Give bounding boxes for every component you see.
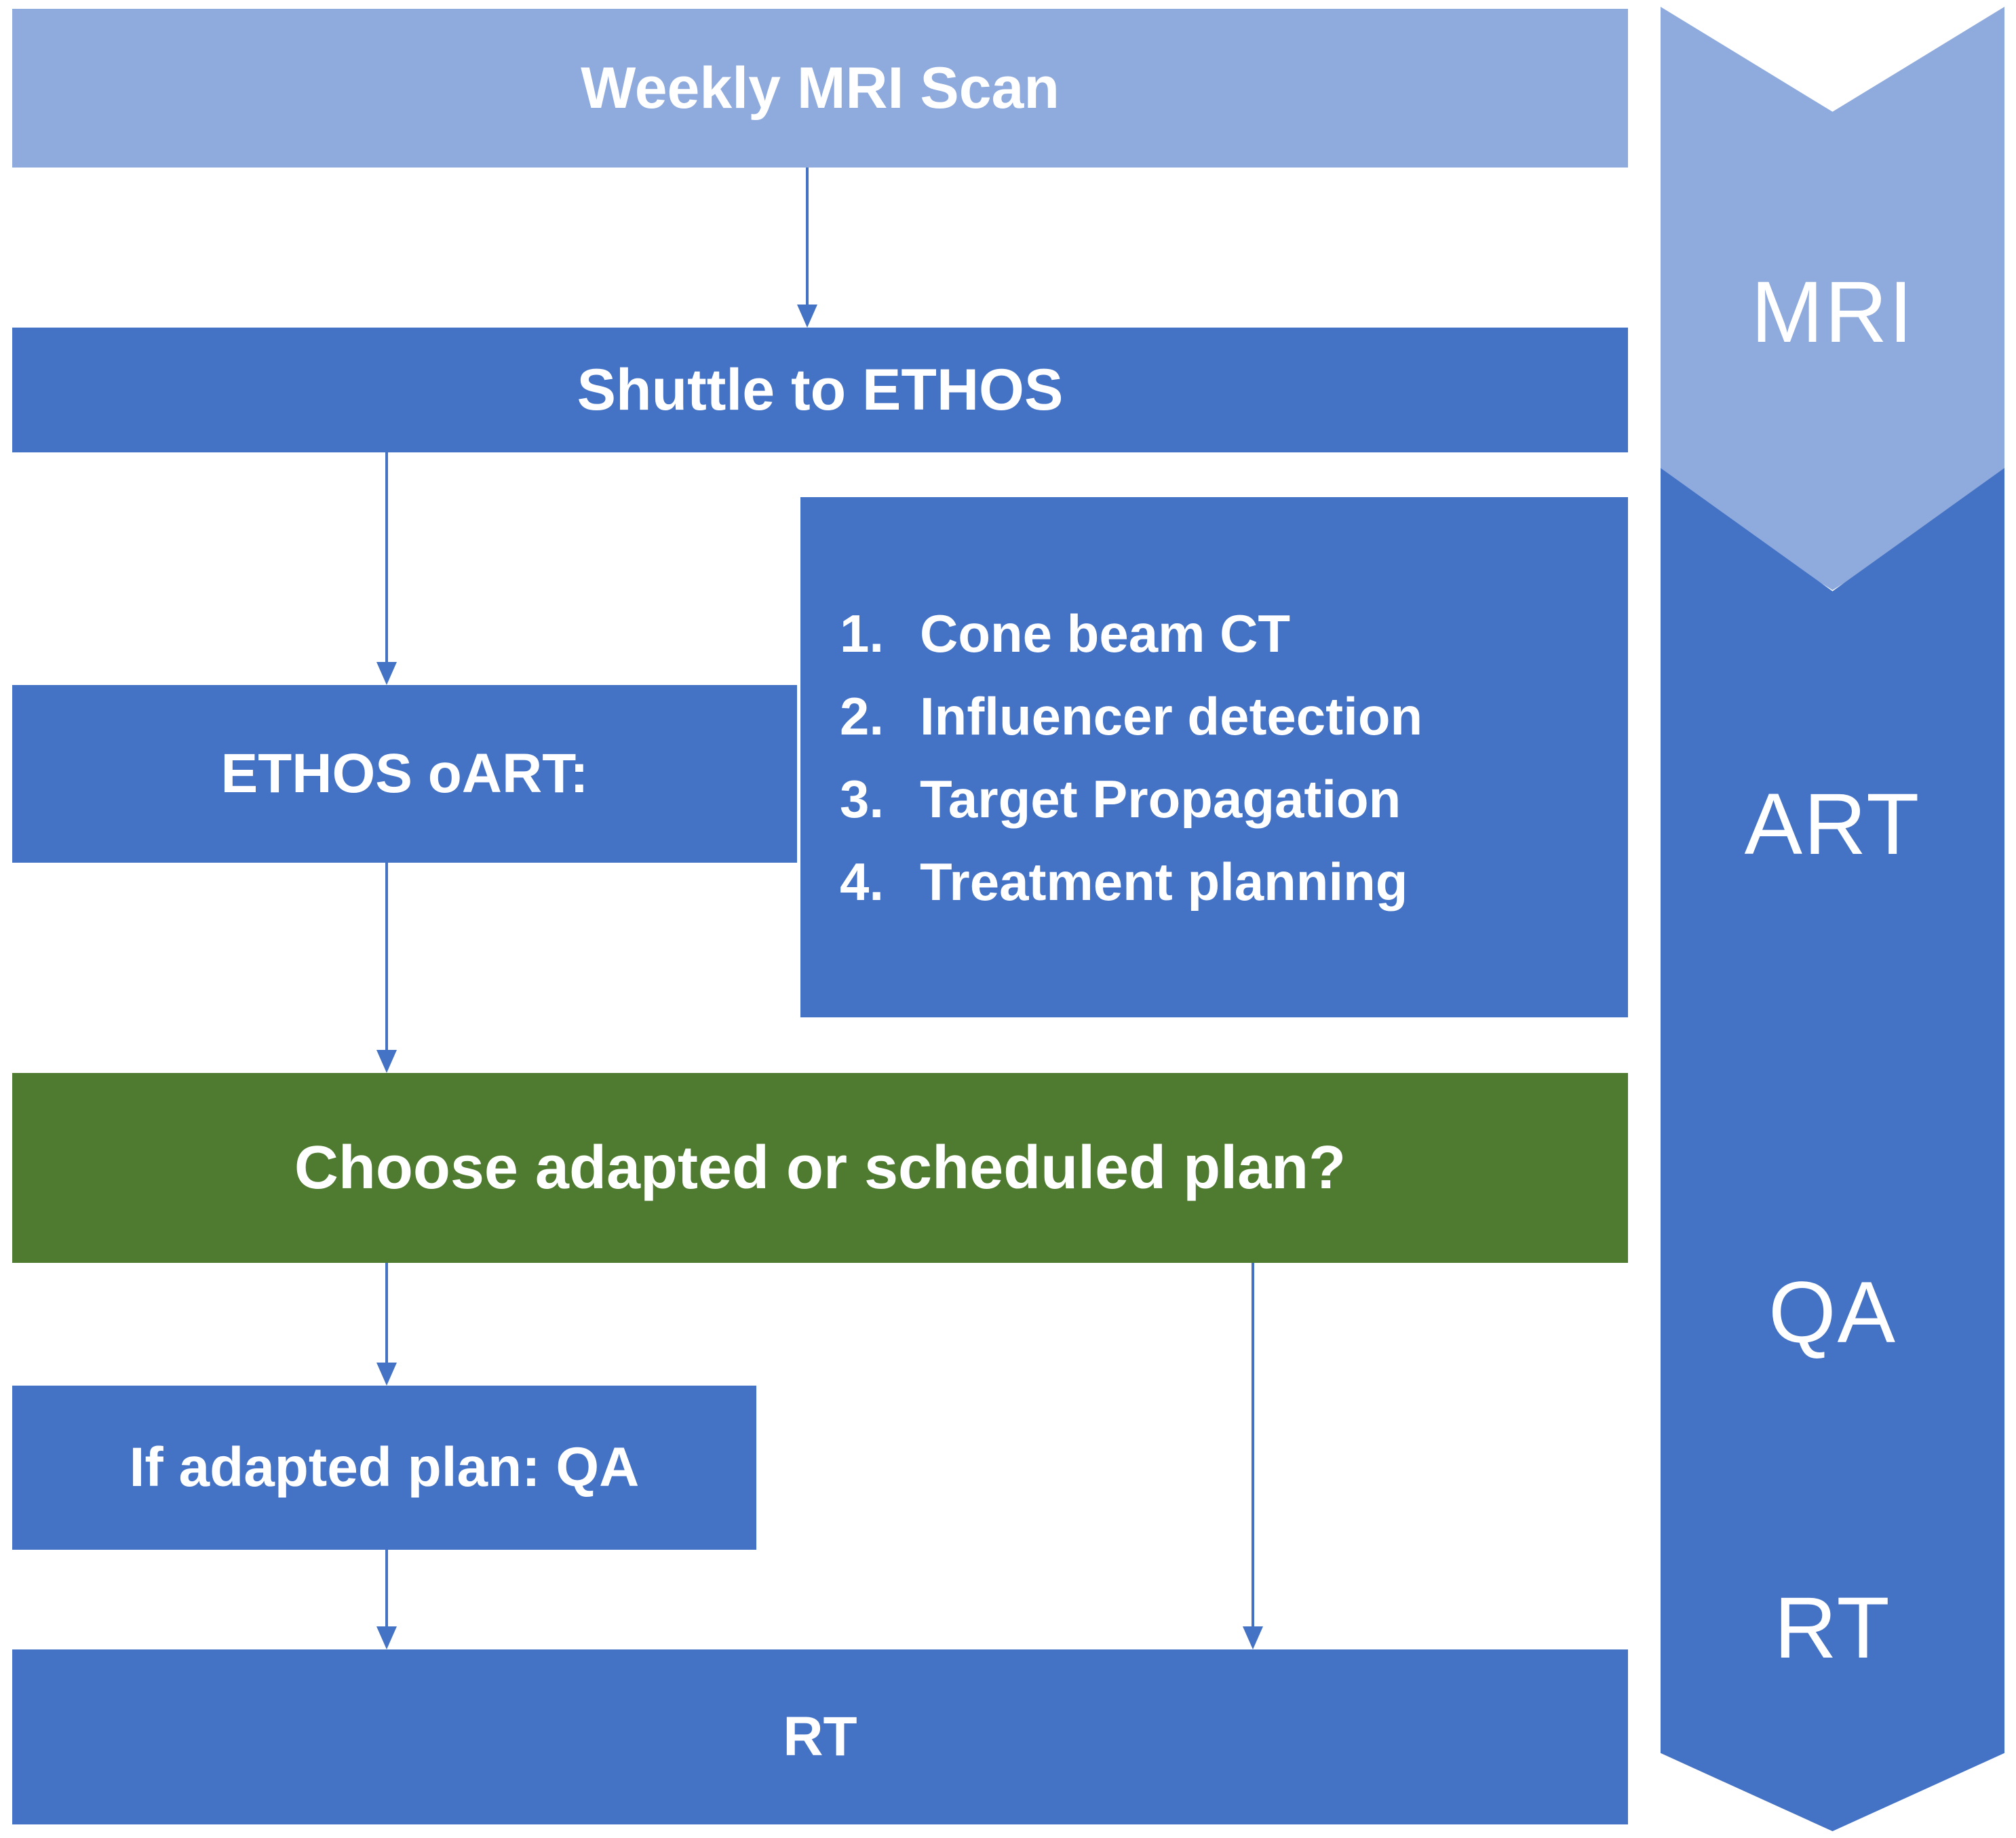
arrow-shaft (1252, 1263, 1254, 1626)
node-shuttle-to-ethos[interactable]: Shuttle to ETHOS (12, 328, 1628, 452)
arrow-decision-to-rt (1243, 1263, 1263, 1649)
list-item-label: Target Propagation (920, 768, 1401, 829)
node-choose-plan-decision[interactable]: Choose adapted or scheduled plan? (12, 1073, 1628, 1263)
arrow-mri-to-shuttle (797, 168, 817, 328)
list-item-number: 1. (840, 603, 885, 663)
list-item-label: Treatment planning (920, 851, 1408, 912)
list-item: 1. Cone beam CT (840, 592, 1601, 675)
list-item-number: 4. (840, 851, 885, 912)
arrow-shaft (385, 452, 388, 662)
list-item-number: 2. (840, 686, 885, 746)
arrow-shuttle-to-oart (376, 452, 397, 685)
node-ethos-oart[interactable]: ETHOS oART: (12, 685, 797, 863)
list-item: 3. Target Propagation (840, 758, 1601, 840)
phase-chevron-art-label: ART (1744, 775, 1921, 873)
phase-chevron-qa-label: QA (1768, 1264, 1897, 1361)
arrow-head (1243, 1626, 1263, 1649)
arrow-head (376, 1363, 397, 1386)
phase-chevron-rail: MRI ART QA RT (1661, 0, 2004, 1838)
list-item-label: Influencer detection (920, 686, 1423, 746)
arrow-head (376, 662, 397, 685)
node-choose-plan-decision-label: Choose adapted or scheduled plan? (294, 1133, 1346, 1202)
arrow-oart-to-decision (376, 863, 397, 1073)
phase-chevron-rt-label: RT (1774, 1579, 1891, 1677)
node-ethos-oart-label: ETHOS oART: (220, 742, 589, 804)
arrow-decision-to-qa-plan (376, 1263, 397, 1386)
node-weekly-mri-scan-label: Weekly MRI Scan (581, 55, 1060, 121)
arrow-shaft (385, 1263, 388, 1363)
node-if-adapted-plan-qa[interactable]: If adapted plan: QA (12, 1386, 756, 1550)
arrow-shaft (385, 1550, 388, 1626)
arrow-shaft (806, 168, 809, 305)
phase-chevron-mri[interactable]: MRI (1661, 7, 2004, 590)
list-item: 4. Treatment planning (840, 840, 1601, 923)
list-item-label: Cone beam CT (920, 603, 1291, 663)
arrow-head (376, 1626, 397, 1649)
node-oart-steps-list[interactable]: 1. Cone beam CT 2. Influencer detection … (800, 497, 1628, 1017)
list-item-number: 3. (840, 768, 885, 829)
node-rt[interactable]: RT (12, 1649, 1628, 1824)
node-rt-label: RT (783, 1705, 857, 1767)
arrow-qa-plan-to-rt (376, 1550, 397, 1649)
arrow-shaft (385, 863, 388, 1050)
list-item: 2. Influencer detection (840, 675, 1601, 758)
phase-chevron-mri-label: MRI (1751, 263, 1914, 361)
node-if-adapted-plan-qa-label: If adapted plan: QA (129, 1436, 640, 1498)
arrow-head (797, 305, 817, 328)
arrow-head (376, 1050, 397, 1073)
node-shuttle-to-ethos-label: Shuttle to ETHOS (577, 357, 1064, 423)
node-weekly-mri-scan[interactable]: Weekly MRI Scan (12, 9, 1628, 168)
